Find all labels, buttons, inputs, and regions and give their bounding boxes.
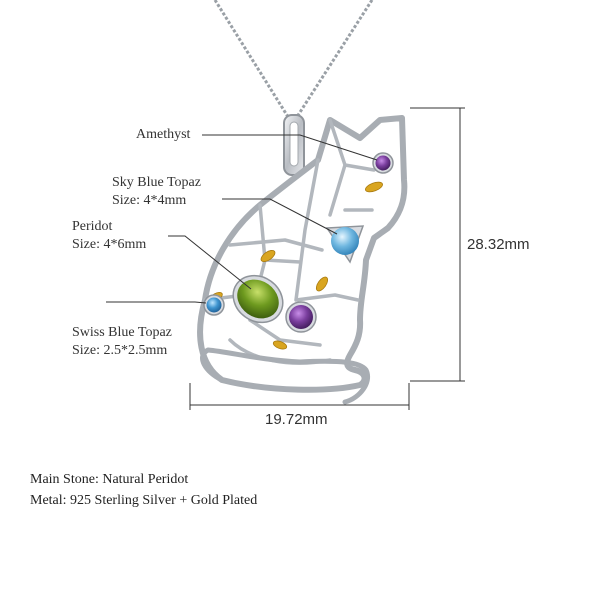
peridot-label: Peridot xyxy=(72,219,113,234)
callout-lines xyxy=(106,134,378,304)
main-stone-spec: Main Stone: Natural Peridot xyxy=(30,472,189,487)
peridot-size: Size: 4*6mm xyxy=(72,237,147,252)
amethyst-eye-gem xyxy=(372,152,394,174)
width-dimension xyxy=(189,383,410,410)
swiss-blue-topaz-gem xyxy=(203,294,225,316)
swiss-blue-topaz-size: Size: 2.5*2.5mm xyxy=(72,343,168,358)
metal-spec: Metal: 925 Sterling Silver + Gold Plated xyxy=(30,493,258,508)
sky-blue-topaz-size: Size: 4*4mm xyxy=(112,193,187,208)
height-dimension xyxy=(410,107,465,382)
sky-blue-topaz-label: Sky Blue Topaz xyxy=(112,175,201,190)
amethyst-body-gem xyxy=(285,301,317,333)
gold-leaves xyxy=(209,181,383,350)
swiss-blue-topaz-label: Swiss Blue Topaz xyxy=(72,325,172,340)
peridot-gem xyxy=(232,274,284,324)
height-dimension-label: 28.32mm xyxy=(467,236,530,253)
box-chain xyxy=(213,0,374,121)
sky-blue-topaz-gem xyxy=(325,225,365,264)
amethyst-label: Amethyst xyxy=(136,127,191,142)
width-dimension-label: 19.72mm xyxy=(265,411,328,428)
pendant-bail xyxy=(283,114,305,176)
